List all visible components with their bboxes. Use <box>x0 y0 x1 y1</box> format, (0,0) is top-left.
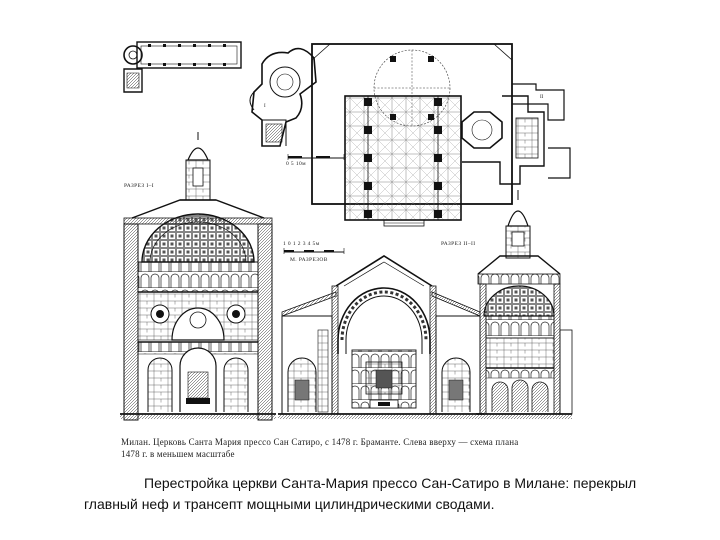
figure-caption-line-1: Милан. Церковь Санта Мария прессо Сан Са… <box>121 437 519 447</box>
section-1-label: РАЗРЕЗ I–I <box>124 183 154 189</box>
nave-section-drawing <box>278 255 484 419</box>
plan-scale-bar <box>287 154 345 160</box>
svg-text:II: II <box>540 95 544 100</box>
plan-scale-label: 0 5 10м <box>286 161 307 167</box>
section-scale-bar <box>283 248 345 254</box>
church-floor-plan: I II <box>249 43 571 227</box>
section-1-drawing <box>120 132 276 421</box>
figure-caption-line-2: 1478 г. в меньшем масштабе <box>121 449 235 459</box>
description-paragraph: Перестройка церкви Санта-Мария прессо Са… <box>84 475 637 512</box>
plan-scheme-1478 <box>123 41 242 93</box>
section-scale-ticks: 1 0 1 2 3 4 5м <box>283 241 320 247</box>
section-2-drawing <box>476 190 573 419</box>
svg-text:I: I <box>264 104 266 109</box>
section-scale-label: М. РАЗРЕЗОВ <box>290 257 328 263</box>
section-2-label: РАЗРЕЗ II–II <box>441 241 476 247</box>
